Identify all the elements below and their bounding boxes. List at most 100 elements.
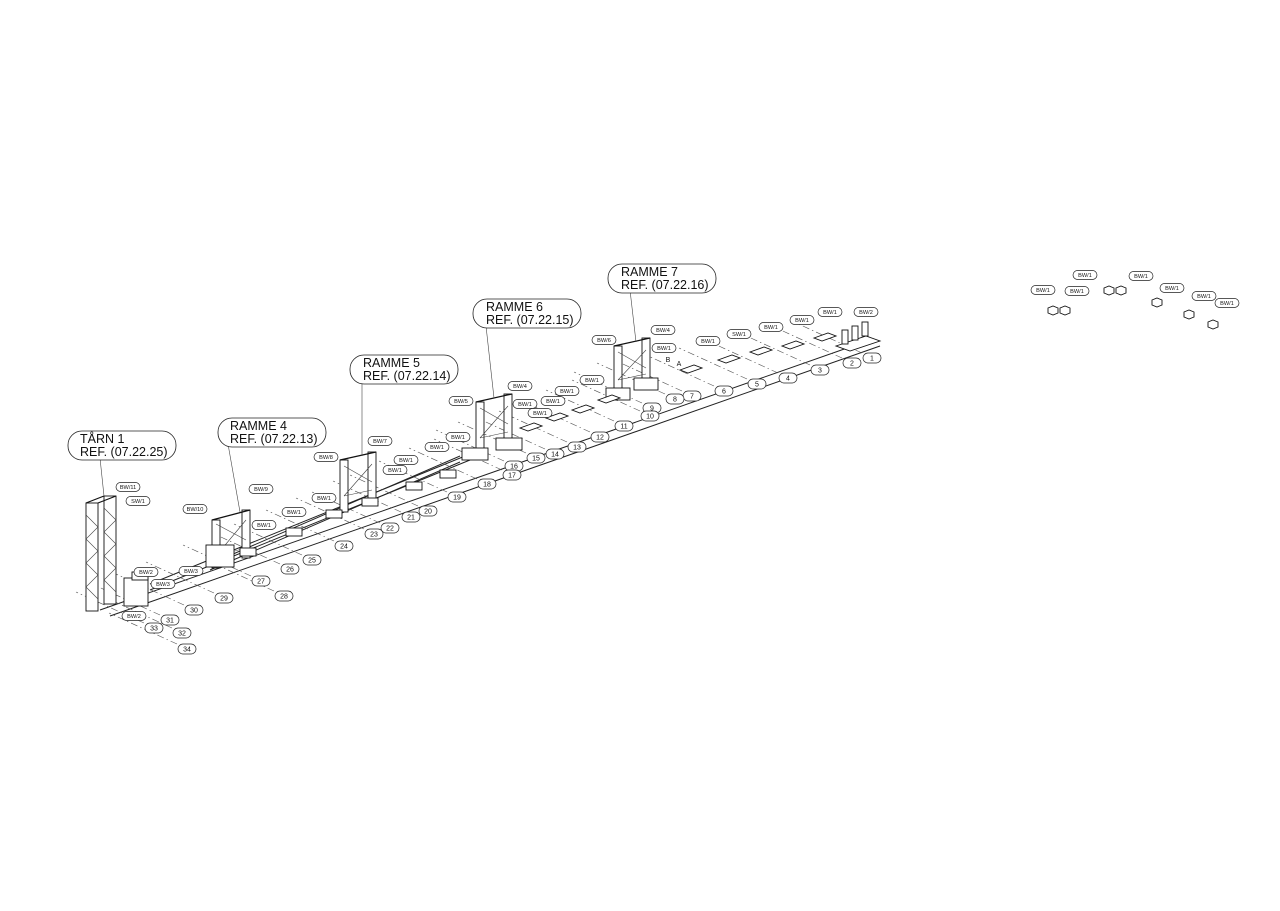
callout-ramme-7-ref: REF. (07.22.16) [621,278,709,292]
part-tag-label: SW/1 [732,332,746,338]
callout-ramme-5: RAMME 5 REF. (07.22.14) [349,354,459,385]
part-tag: BW/8 [313,452,339,462]
part-tag: BW/3 [150,579,176,589]
part-tag: BW/1 [695,336,721,346]
callout-taarn-1-ref: REF. (07.22.25) [80,445,168,459]
axis-number: 8 [665,393,685,405]
axis-number: 34 [177,643,197,655]
axis-number: 13 [567,441,587,453]
axis-number-label: 16 [510,464,518,471]
callout-ramme-6: RAMME 6 REF. (07.22.15) [472,298,582,329]
part-tag-label: BW/1 [388,468,402,474]
axis-number: 3 [810,364,830,376]
axis-number-label: 12 [596,435,604,442]
grid-lines [75,321,863,645]
frame-6 [461,393,523,461]
axis-number-label: 3 [818,368,822,375]
callout-ramme-4-ref: REF. (07.22.13) [230,432,318,446]
axis-number: 12 [590,431,610,443]
callout-ramme-4-title: RAMME 4 [230,419,287,433]
tower-1 [85,495,149,612]
axis-number-label: 31 [166,618,174,625]
axis-number-label: 20 [424,509,432,516]
axis-number-label: 21 [407,515,415,522]
part-tag-label: BW/1 [451,435,465,441]
axis-number-label: 26 [286,567,294,574]
axis-number: 31 [160,614,180,626]
axis-number-label: 1 [870,356,874,363]
axis-letter: A [677,361,682,368]
part-tag: BW/6 [591,335,617,345]
axis-number-label: 30 [190,608,198,615]
part-tag-label: BW/1 [585,378,599,384]
part-tag-label: BW/1 [287,510,301,516]
part-tag: BW/10 [182,504,208,514]
part-tag-label: BW/1 [533,411,547,417]
part-tag-label: BW/1 [1165,286,1179,292]
part-tag: BW/1 [1191,291,1217,301]
leader-lines [99,289,637,513]
axis-number-label: 25 [308,558,316,565]
axis-number: 28 [274,590,294,602]
foundations [239,321,882,557]
part-tag: BW/1 [251,520,277,530]
axis-number-label: 34 [183,647,191,654]
axis-number: 33 [144,622,164,634]
axis-number-label: 18 [483,482,491,489]
part-tag: BW/3 [178,566,204,576]
axis-number-label: 19 [453,495,461,502]
axis-number-label: 32 [178,631,186,638]
axis-number-label: 2 [850,361,854,368]
part-tag: BW/1 [512,399,538,409]
part-tag: BW/1 [651,343,677,353]
axis-number-label: 22 [386,526,394,533]
part-tag-label: BW/5 [454,399,468,405]
axis-number-label: 10 [646,414,654,421]
part-tag-label: BW/2 [127,614,141,620]
frame-7 [605,337,659,401]
axis-number: 15 [526,452,546,464]
axis-number: 17 [502,469,522,481]
part-tag-label: BW/10 [187,507,204,513]
part-tag: SW/1 [726,329,752,339]
axis-number: 32 [172,627,192,639]
part-tag: BW/1 [1072,270,1098,280]
part-tag: SW/1 [125,496,151,506]
part-tag-label: BW/4 [656,328,670,334]
part-tag: BW/1 [527,408,553,418]
axis-number-label: 8 [673,397,677,404]
axis-number-label: 29 [220,596,228,603]
axis-number: 5 [747,378,767,390]
callout-ramme-5-ref: REF. (07.22.14) [363,369,451,383]
axis-number-label: 15 [532,456,540,463]
callout-ramme-6-title: RAMME 6 [486,300,543,314]
axis-number: 7 [682,390,702,402]
part-tag: BW/1 [445,432,471,442]
part-tag-label: BW/2 [859,310,873,316]
part-tag-label: BW/1 [560,389,574,395]
part-tag-label: BW/3 [184,569,198,575]
part-tag: BW/7 [367,436,393,446]
axis-number: 11 [614,420,634,432]
axis-number: 14 [545,448,565,460]
part-tag: BW/2 [853,307,879,317]
axis-number: 1 [862,352,882,364]
part-tag-label: BW/7 [373,439,387,445]
part-tag-label: SW/1 [131,499,145,505]
part-tag-label: BW/1 [795,318,809,324]
axis-number-label: 7 [690,394,694,401]
axis-number-label: 23 [370,532,378,539]
part-tag-label: BW/6 [597,338,611,344]
axis-number: 30 [184,604,204,616]
axis-number-label: 6 [722,389,726,396]
axis-number: 4 [778,372,798,384]
axis-number: 25 [302,554,322,566]
axis-number-label: 5 [755,382,759,389]
part-tag: BW/1 [554,386,580,396]
part-tag-label: BW/8 [319,455,333,461]
axis-number: 18 [477,478,497,490]
axis-number-label: 24 [340,544,348,551]
part-tag: BW/1 [579,375,605,385]
part-tag: BW/1 [817,307,843,317]
